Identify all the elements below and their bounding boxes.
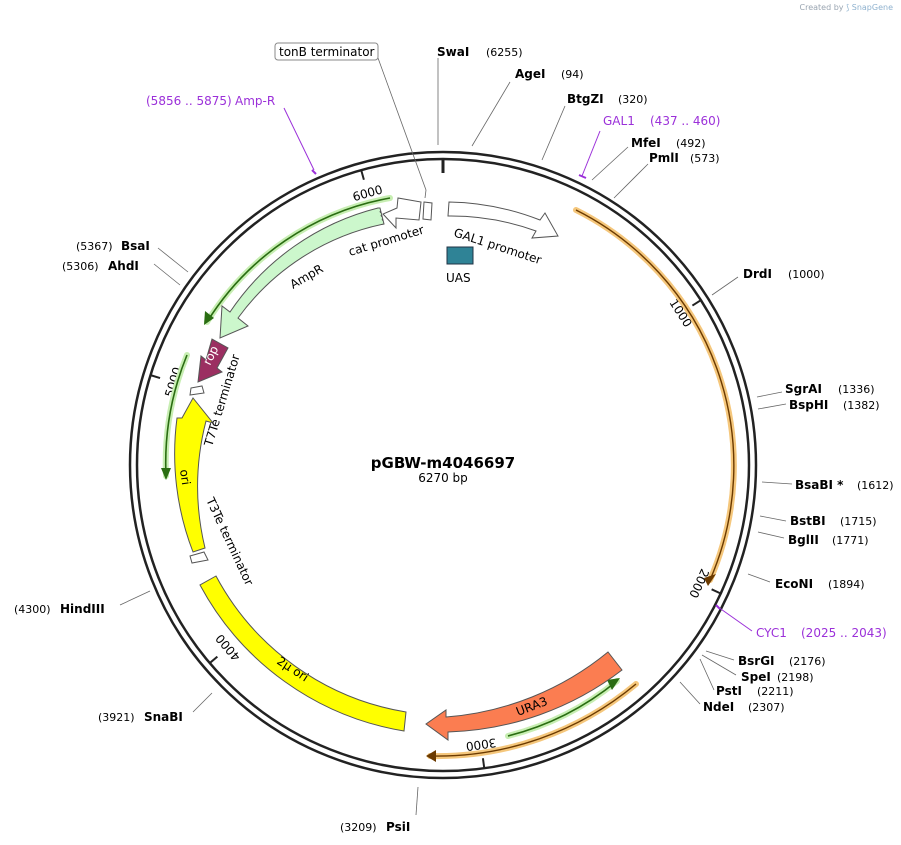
feature-tonb-terminator: tonB terminator [274, 42, 379, 61]
site-drdi-pos: (1000) [788, 268, 825, 281]
site-bglii-name: BglII [788, 533, 819, 547]
primer-cyc1-name: CYC1 [756, 626, 787, 640]
site-spei-pos: (2198) [777, 671, 814, 684]
site-econi-pos: (1894) [828, 578, 865, 591]
site-bsphi-pos: (1382) [843, 399, 880, 412]
tick-mark-3000 [481, 758, 486, 769]
feature-ura3 [425, 651, 623, 741]
feature-ori [174, 397, 215, 553]
site-bsabi-pos: (1612) [857, 479, 894, 492]
site-bsai-name: BsaI [121, 239, 150, 253]
feature-cat-promoter [382, 197, 433, 230]
feature-rop [197, 338, 229, 383]
site-bglii-pos: (1771) [832, 534, 869, 547]
feature-t3te [189, 551, 209, 564]
site-mfei-pos: (492) [676, 137, 706, 150]
uas-label: UAS [446, 271, 471, 285]
site-snabi-pos: (3921) [98, 711, 135, 724]
site-agei-name: AgeI [515, 67, 545, 81]
feature-2mu-ori [199, 575, 407, 732]
feature-orange-strand-bottom [426, 681, 639, 762]
site-psii-name: PsiI [386, 820, 410, 834]
primer-gal1-range: (437 .. 460) [650, 114, 720, 128]
site-bsphi-name: BspHI [789, 398, 828, 412]
site-psii-pos: (3209) [340, 821, 377, 834]
feature-t7te [189, 385, 205, 396]
site-mfei-name: MfeI [631, 136, 661, 150]
site-econi-name: EcoNI [775, 577, 813, 591]
primer-cyc1-range: (2025 .. 2043) [801, 626, 887, 640]
primer-marks [283, 107, 753, 632]
site-bsrgi-name: BsrGI [738, 654, 775, 668]
site-psti-pos: (2211) [757, 685, 794, 698]
tick-mark-2000 [711, 588, 722, 595]
site-bstbi-pos: (1715) [840, 515, 877, 528]
feature-green-strand-top [204, 195, 393, 325]
site-btgzi-pos: (320) [618, 93, 648, 106]
feature-orange-strand-top [573, 207, 737, 586]
t3te-label: T3Te terminator [203, 494, 256, 587]
site-labels: SwaI (6255) AgeI (94) BtgZI (320) MfeI (… [14, 45, 894, 834]
tonb-label: tonB terminator [279, 45, 375, 59]
ori-label: ori [177, 468, 193, 485]
site-ndei-pos: (2307) [748, 701, 785, 714]
site-bsai-pos: (5367) [76, 240, 113, 253]
snapgene-logo-icon: ⟆ [846, 3, 850, 12]
feature-gal1-promoter [447, 201, 559, 239]
site-sgrai-pos: (1336) [838, 383, 875, 396]
site-drdi-name: DrdI [743, 267, 772, 281]
site-hindiii-pos: (4300) [14, 603, 51, 616]
site-psti-name: PstI [716, 684, 742, 698]
site-btgzi-name: BtgZI [567, 92, 604, 106]
primer-labels: (5856 .. 5875) Amp-R GAL1 (437 .. 460) C… [146, 94, 887, 640]
plasmid-size: 6270 bp [418, 471, 468, 485]
credit-brand: SnapGene [851, 3, 893, 12]
primer-ampr-name: Amp-R [235, 94, 275, 108]
site-bsrgi-pos: (2176) [789, 655, 826, 668]
site-pmli-name: PmlI [649, 151, 679, 165]
tick-mark-5000 [150, 374, 161, 380]
tick-mark-6000 [360, 169, 365, 181]
site-hindiii-name: HindIII [60, 602, 105, 616]
site-bstbi-name: BstBI [790, 514, 826, 528]
ampr-label: AmpR [288, 262, 326, 292]
feature-uas [446, 246, 474, 265]
credit-prefix: Created by [799, 3, 844, 12]
site-pmli-pos: (573) [690, 152, 720, 165]
site-snabi-name: SnaBI [144, 710, 183, 724]
tick-mark-4000 [209, 655, 219, 664]
site-ahdi-name: AhdI [108, 259, 139, 273]
site-agei-pos: (94) [561, 68, 584, 81]
tick-mark-1000 [691, 299, 702, 307]
site-sgrai-name: SgrAI [785, 382, 822, 396]
primer-gal1-name: GAL1 [603, 114, 635, 128]
plasmid-name: pGBW-m4046697 [371, 454, 515, 472]
site-ahdi-pos: (5306) [62, 260, 99, 273]
feature-green-strand-bottom [505, 678, 620, 739]
primer-ampr-range: (5856 .. 5875) [146, 94, 232, 108]
site-swai-pos: (6255) [486, 46, 523, 59]
site-spei-name: SpeI [741, 670, 771, 684]
site-bsabi-name: BsaBI * [795, 478, 844, 492]
site-swai-name: SwaI [437, 45, 469, 59]
snapgene-credit: Created by ⟆ SnapGene [800, 3, 893, 12]
feature-green-strand-left [161, 352, 190, 480]
site-ndei-name: NdeI [703, 700, 734, 714]
feature-ampr [219, 207, 385, 339]
site-leader-lines [119, 57, 793, 816]
